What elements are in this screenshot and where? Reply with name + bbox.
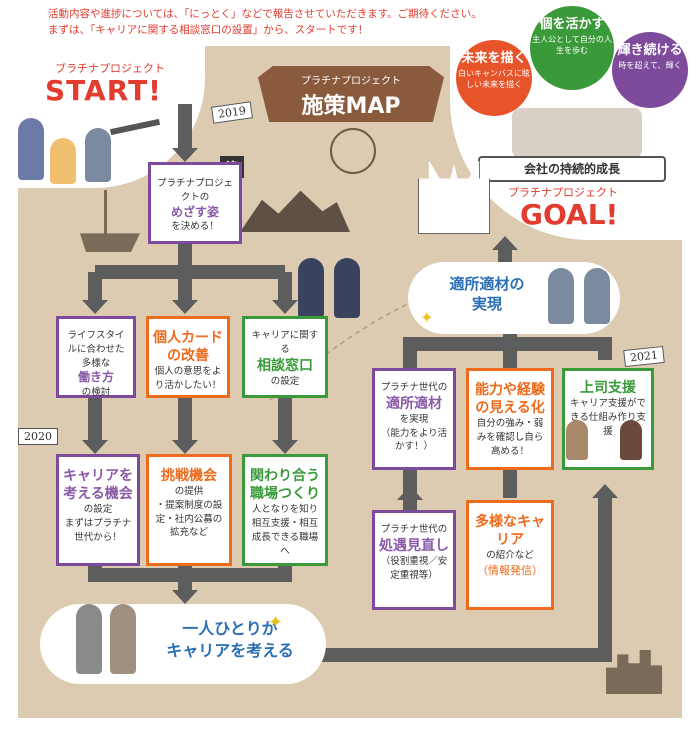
person-figure: [85, 128, 111, 182]
person-figure: [18, 118, 44, 180]
box-kakawari: 関わり合う職場つくり 人となりを知り相互支援・相互成長できる職場へ: [242, 454, 328, 566]
box-heading: 働き方: [77, 370, 114, 385]
box-text: まずはプラチナ世代から！: [64, 518, 132, 543]
box-text: プラチナプロジェクトの: [156, 178, 233, 203]
box-heading: めざす姿: [170, 204, 219, 219]
mid-cloud-line-1: 適所適材の: [449, 275, 525, 293]
sparkle-icon: ✦: [420, 308, 434, 327]
box-heading: 挑戦機会: [161, 468, 217, 484]
castle-icon: [418, 160, 490, 234]
box-heading: 相談窓口: [257, 357, 313, 374]
box-tekisho-jitsugen: プラチナ世代の 適所適材 を実現 （能力をより活かす！）: [372, 368, 456, 470]
box-text: （情報発信）: [477, 564, 543, 578]
box-text: ライフスタイルに合わせた多様な: [67, 330, 125, 369]
box-text: ・提案制度の設定・社内公募の拡充など: [155, 499, 223, 539]
goal-people-group: [512, 108, 642, 158]
box-text: プラチナ世代の: [380, 382, 448, 393]
person-figure: [50, 138, 76, 184]
person-figure: [566, 420, 588, 460]
person-figure: [584, 268, 610, 324]
box-text: の提供: [174, 486, 204, 498]
bottom-cloud-text: 一人ひとりが キャリアを考える: [150, 618, 310, 661]
box-text: キャリア支援ができる仕組み作り支援: [569, 398, 646, 437]
box-heading: 関わり合う職場つくり: [250, 468, 320, 503]
person-figure: [110, 604, 136, 674]
box-text: 自分の強み・弱みを確認し自ら高める！: [476, 418, 544, 457]
intro-line-1: 活動内容や進捗については、「にっとく」などで報告させていただきます。ご期待くださ…: [48, 8, 482, 20]
mid-cloud-line-2: 実現: [471, 295, 502, 314]
balloon-text: 白いキャンバスに眩しい未来を描く: [458, 68, 530, 89]
box-kojin-card: 個人カードの改善 個人の意思をより活かしたい！: [146, 316, 230, 398]
balloon-text: 時を超えて、輝く: [618, 60, 682, 70]
person-figure: [76, 604, 102, 674]
box-text: の設定: [83, 504, 113, 516]
box-text: を実現: [399, 413, 429, 425]
box-nouryoku: 能力や経験の見える化 自分の強み・弱みを確認し自ら高める！: [466, 368, 554, 470]
box-heading: 多様なキャリア: [475, 514, 545, 549]
box-text: の設定: [270, 375, 300, 387]
mid-cloud-text: 適所適材の 実現: [432, 274, 542, 315]
balloon-title: 未来を描く: [461, 51, 527, 66]
person-figure: [298, 258, 324, 318]
box-text: の紹介など: [486, 550, 534, 562]
balloon-mirai: 未来を描く 白いキャンバスに眩しい未来を描く: [456, 40, 532, 116]
box-text: （能力をより活かす！）: [380, 427, 448, 453]
balloon-ko: 個を活かす 主人公として自分の人生を歩む: [530, 6, 614, 90]
sparkle-icon: ✦: [268, 612, 284, 633]
balloon-title: 輝き続ける: [617, 43, 683, 58]
person-figure: [334, 258, 360, 318]
box-text: の検討: [81, 386, 111, 398]
box-text: 人となりを知り相互支援・相互成長できる職場へ: [251, 504, 319, 557]
bottom-cloud-line-1: 一人ひとりが: [182, 619, 278, 638]
start-title: START!: [45, 74, 162, 107]
goal-ribbon: 会社の持続的成長: [478, 156, 666, 182]
box-heading: 処遇見直し: [379, 537, 449, 554]
box-text: （役割重視／安定重視等）: [380, 555, 448, 581]
box-heading: 個人カードの改善: [153, 330, 223, 365]
balloon-kagayaki: 輝き続ける 時を超えて、輝く: [612, 32, 688, 108]
box-heading: 能力や経験の見える化: [475, 382, 545, 417]
box-shogu: プラチナ世代の 処遇見直し （役割重視／安定重視等）: [372, 510, 456, 610]
banner-subtitle: プラチナプロジェクト: [301, 76, 401, 87]
box-heading: 適所適材: [386, 395, 442, 412]
goal-subtitle: プラチナプロジェクト: [508, 186, 618, 199]
balloon-title: 個を活かす: [539, 17, 605, 32]
box-soudan: キャリアに関する 相談窓口 の設定: [242, 316, 328, 398]
person-figure: [548, 268, 574, 324]
box-text: キャリアに関する: [251, 330, 319, 355]
box-text: を決める！: [171, 221, 219, 233]
box-heading: キャリアを考える機会: [63, 468, 133, 503]
box-text: プラチナ世代の: [380, 524, 448, 535]
box-career-kikai: キャリアを考える機会 の設定 まずはプラチナ世代から！: [56, 454, 140, 566]
bottom-cloud-line-2: キャリアを考える: [166, 640, 294, 660]
compass-icon: [330, 128, 376, 174]
banner-ribbon: [258, 66, 444, 122]
start-subtitle: プラチナプロジェクト: [55, 62, 165, 75]
box-tayou: 多様なキャリア の紹介など （情報発信）: [466, 500, 554, 610]
box-heading: 上司支援: [580, 380, 636, 396]
balloon-text: 主人公として自分の人生を歩む: [532, 34, 612, 55]
box-mezasu: プラチナプロジェクトの めざす姿 を決める！: [148, 162, 242, 244]
banner-title: 施策MAP: [301, 94, 401, 119]
goal-title: GOAL!: [520, 198, 619, 231]
person-figure: [620, 420, 642, 460]
box-chousen: 挑戦機会 の提供 ・提案制度の設定・社内公募の拡充など: [146, 454, 232, 566]
box-lifestyle: ライフスタイルに合わせた多様な 働き方 の検討: [56, 316, 136, 398]
intro-line-2: まずは、「キャリアに関する相談窓口の設置」から、スタートです！: [48, 24, 369, 36]
year-tag-2020: 2020: [18, 428, 58, 445]
box-text: 個人の意思をより活かしたい！: [154, 366, 222, 392]
